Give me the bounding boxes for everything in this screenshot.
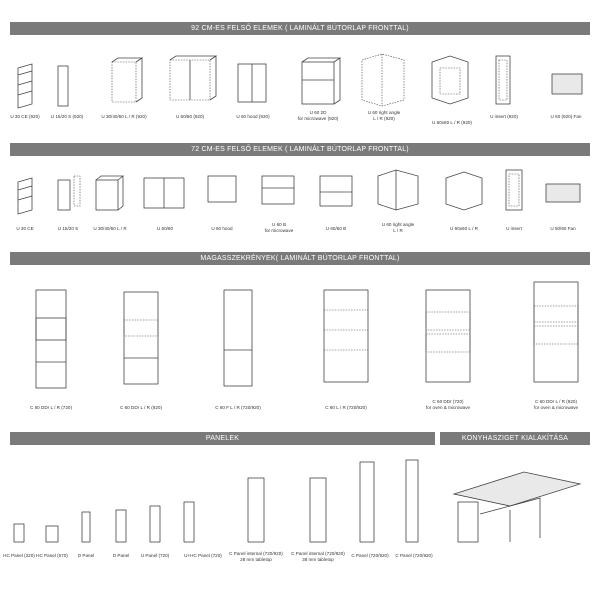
caption-c60f: C 60 F L / R (720/920) <box>215 405 261 410</box>
caption-u304050-920: U 30/40/50 L / R (920) <box>101 114 147 119</box>
caption-c-panel-internal-28: C Panel internal (720/920) 28 mm tableto… <box>229 551 283 562</box>
caption-c-panel-2: C Panel (720/920) <box>395 553 433 558</box>
caption-u60right-920: U 60 right angle L / R (920) <box>367 110 401 121</box>
caption-u-panel: U Panel (720) <box>140 553 170 558</box>
caption-u6080-920: U 60/80 (920) <box>175 114 205 119</box>
caption-uinsert: U insert <box>506 226 522 231</box>
island-drawing <box>452 471 582 543</box>
row2-drawings <box>17 169 581 215</box>
caption-u30ce: U 30 CE <box>16 226 34 231</box>
caption-d-panel-1: D Panel <box>77 553 95 558</box>
caption-c-panel-1: C Panel (720/920) <box>351 553 389 558</box>
caption-u60right: U 60 right angle L / R <box>381 222 415 233</box>
caption-c-panel-internal-38: C Panel internal (720/920) 38 mm tableto… <box>291 551 345 562</box>
caption-u60fan-920: U 60 (920) Fan <box>550 114 582 119</box>
section-header-island: KONYHASZIGET KIALAKÍTÁSA <box>440 432 590 445</box>
caption-c60ddr-720: C 60 DDr L / R (720) <box>30 405 72 410</box>
caption-c60ddr-oven-920: C 60 DDr L / R (920) for oven & microwav… <box>533 399 579 410</box>
caption-u1520s: U 15/20 S <box>57 226 79 231</box>
caption-u60hood: U 60 hood <box>211 226 233 231</box>
caption-u602d-920: U 60 2D for microwave (920) <box>297 110 339 121</box>
caption-u30ce-920: U 30 CE (920) <box>10 114 40 119</box>
row3-drawings <box>35 281 579 389</box>
caption-c60: C 60 L / R (720/920) <box>325 405 367 410</box>
row1-drawings <box>17 53 583 109</box>
caption-uinsert-920: U insert (920) <box>490 114 518 119</box>
caption-c60ddr-920: C 60 DDr L / R (920) <box>120 405 162 410</box>
caption-u304050: U 30/40/50 L / R <box>93 226 127 231</box>
caption-u60x60-920: U 60x60 L / R (920) <box>432 120 472 125</box>
caption-u5060fan: U 50/60 Fan <box>550 226 576 231</box>
caption-hc-panel-320: HC Panel (320) <box>3 553 35 558</box>
caption-uhc-panel: U+HC Panel (720) <box>184 553 222 558</box>
section-header-upper-92: 92 CM-ES FELSŐ ELEMEK ( LAMINÁLT BÚTORLA… <box>10 22 590 35</box>
section-header-panels: PANELEK <box>10 432 435 445</box>
section-header-tall: MAGASSZEKRÉNYEK( LAMINÁLT BÚTORLAP FRONT… <box>10 252 590 265</box>
section-header-upper-72: 72 CM-ES FELSŐ ELEMEK ( LAMINÁLT BÚTORLA… <box>10 143 590 156</box>
caption-u60x60: U 60x60 L / R <box>450 226 478 231</box>
caption-u6080: U 60/80 <box>156 226 174 231</box>
caption-d-panel-2: D Panel <box>112 553 130 558</box>
caption-u60hood-920: U 60 hood (920) <box>236 114 270 119</box>
caption-u1520s-920: U 15/20 S (920) <box>50 114 84 119</box>
caption-u60b: U 60 B for microwave <box>264 222 294 233</box>
caption-c60ddr-oven-720: C 60 DDr (720) for oven & microwave <box>425 399 471 410</box>
row4-drawings <box>13 459 419 543</box>
caption-u6060b: U 60/60 B <box>325 226 347 231</box>
caption-hc-panel-570: HC Panel (570) <box>36 553 68 558</box>
